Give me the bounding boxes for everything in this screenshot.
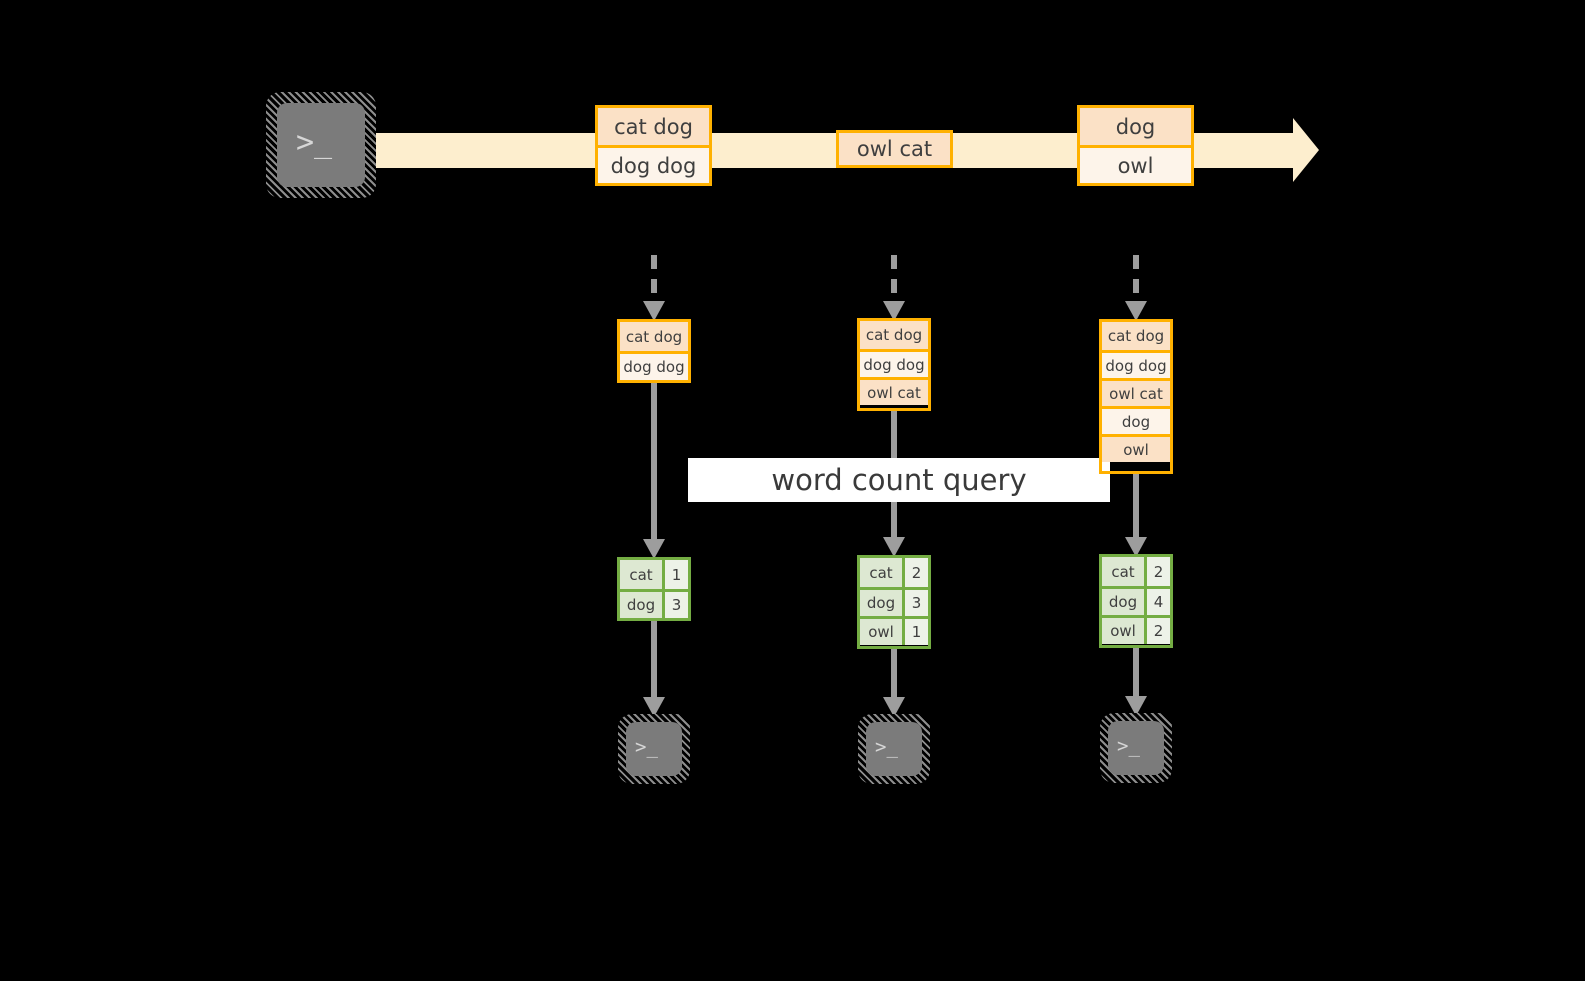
buffer-box[interactable]: cat dog dog dog owl cat xyxy=(857,318,931,411)
result-count: 2 xyxy=(905,558,928,587)
table-row: dog 3 xyxy=(620,589,688,618)
table-row: cat 2 xyxy=(1102,557,1170,586)
stream-to-buffer-connector xyxy=(643,255,665,321)
table-row: dog 4 xyxy=(1102,586,1170,615)
sink-terminal-icon[interactable]: >_ xyxy=(618,714,690,784)
buffer-line: dog dog xyxy=(1102,350,1170,378)
terminal-face xyxy=(277,103,365,187)
table-row: dog 3 xyxy=(860,587,928,616)
table-row: owl 2 xyxy=(1102,615,1170,644)
result-count: 4 xyxy=(1147,589,1170,615)
result-table[interactable]: cat 2 dog 4 owl 2 xyxy=(1099,554,1173,648)
result-word: cat xyxy=(620,560,665,589)
stream-to-buffer-connector xyxy=(883,255,905,321)
result-table[interactable]: cat 2 dog 3 owl 1 xyxy=(857,555,931,649)
result-count: 1 xyxy=(665,560,688,589)
result-word: cat xyxy=(860,558,905,587)
table-row: cat 2 xyxy=(860,558,928,587)
result-count: 2 xyxy=(1147,557,1170,586)
stream-message-line: owl cat xyxy=(839,133,950,165)
buffer-line: dog xyxy=(1102,406,1170,434)
buffer-line: dog dog xyxy=(860,349,928,377)
sink-terminal-icon[interactable]: >_ xyxy=(858,714,930,784)
stream-message[interactable]: dog owl xyxy=(1077,105,1194,186)
result-count: 2 xyxy=(1147,618,1170,644)
buffer-to-result-connector xyxy=(643,383,665,559)
stream-message[interactable]: cat dog dog dog xyxy=(595,105,712,186)
buffer-to-result-connector xyxy=(1125,473,1147,557)
buffer-box[interactable]: cat dog dog dog xyxy=(617,319,691,383)
buffer-line: cat dog xyxy=(860,321,928,349)
stream-message-line: owl xyxy=(1080,145,1191,183)
query-banner: word count query xyxy=(688,458,1110,502)
buffer-line: cat dog xyxy=(1102,322,1170,350)
terminal-prompt-glyph: >_ xyxy=(875,736,898,758)
result-word: dog xyxy=(620,592,665,618)
terminal-prompt-glyph: >_ xyxy=(296,125,333,160)
result-count: 3 xyxy=(905,590,928,616)
result-count: 1 xyxy=(905,619,928,645)
result-word: cat xyxy=(1102,557,1147,586)
terminal-face xyxy=(866,722,922,776)
result-word: dog xyxy=(1102,589,1147,615)
table-row: cat 1 xyxy=(620,560,688,589)
stream-message-line: cat dog xyxy=(598,108,709,145)
terminal-prompt-glyph: >_ xyxy=(635,736,658,758)
result-table[interactable]: cat 1 dog 3 xyxy=(617,557,691,621)
terminal-face xyxy=(626,722,682,776)
buffer-box[interactable]: cat dog dog dog owl cat dog owl xyxy=(1099,319,1173,474)
table-row: owl 1 xyxy=(860,616,928,645)
buffer-line: owl xyxy=(1102,434,1170,462)
stream-message-line: dog dog xyxy=(598,145,709,183)
terminal-prompt-glyph: >_ xyxy=(1117,735,1140,757)
result-word: owl xyxy=(1102,618,1147,644)
result-to-sink-connector xyxy=(1125,648,1147,716)
stream-message[interactable]: owl cat xyxy=(836,130,953,168)
stream-to-buffer-connector xyxy=(1125,255,1147,321)
query-banner-label: word count query xyxy=(771,463,1027,497)
result-to-sink-connector xyxy=(643,621,665,717)
stream-arrowhead xyxy=(1293,118,1319,182)
buffer-line: owl cat xyxy=(1102,378,1170,406)
terminal-face xyxy=(1108,721,1164,775)
buffer-line: cat dog xyxy=(620,322,688,351)
source-terminal-icon[interactable]: >_ xyxy=(266,92,376,198)
result-count: 3 xyxy=(665,592,688,618)
result-to-sink-connector xyxy=(883,649,905,717)
stream-message-line: dog xyxy=(1080,108,1191,145)
buffer-line: owl cat xyxy=(860,377,928,405)
sink-terminal-icon[interactable]: >_ xyxy=(1100,713,1172,783)
result-word: dog xyxy=(860,590,905,616)
buffer-line: dog dog xyxy=(620,351,688,380)
result-word: owl xyxy=(860,619,905,645)
